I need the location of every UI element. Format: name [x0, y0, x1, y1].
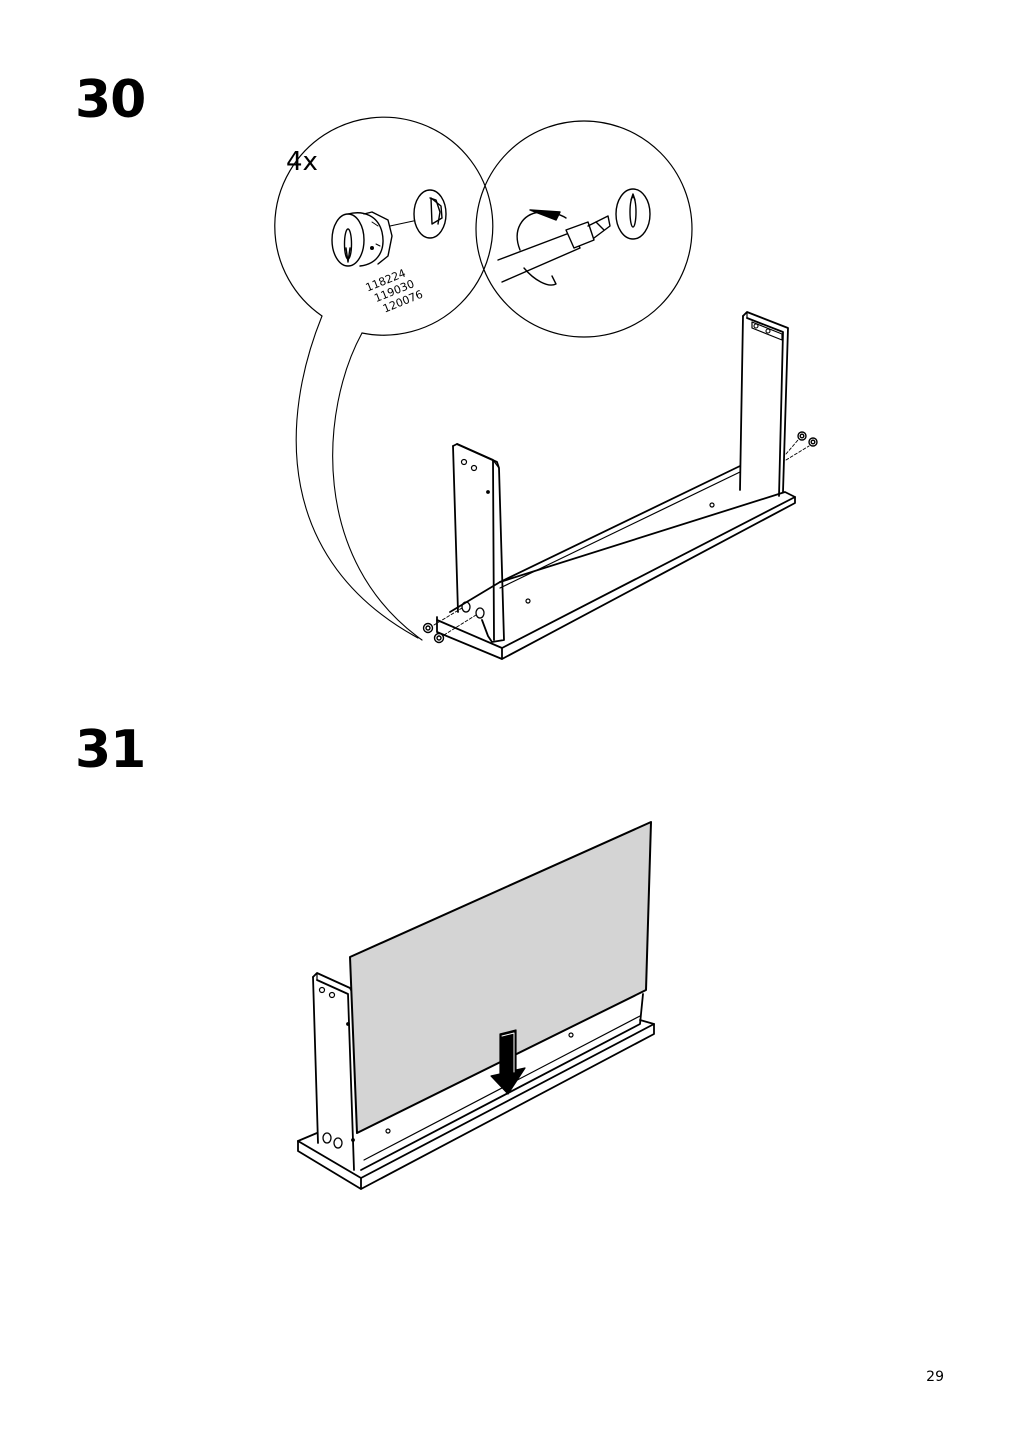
- cam-lock-icon: [331, 211, 393, 267]
- step-31-base-board: [297, 1019, 655, 1190]
- step-31-left-side-panel: [312, 972, 355, 1171]
- quantity-label: 4x: [286, 147, 318, 177]
- down-arrow-icon: [490, 1029, 526, 1095]
- step-30-left-side-panel: [452, 443, 505, 643]
- step-30-right-cam-bolts: [785, 431, 818, 461]
- step-31-illustration: [297, 821, 655, 1190]
- page-number: 29: [926, 1369, 944, 1385]
- step-30-left-cam-bolts: [422, 607, 477, 644]
- step-30-number: 30: [75, 70, 146, 130]
- step-30-rear-rail: [499, 465, 741, 589]
- screwdriver-icon: [497, 215, 611, 283]
- cam-hole-icon: [413, 189, 447, 239]
- step-31-back-panel: [349, 821, 652, 1134]
- step-30-base-board: [436, 491, 796, 660]
- rotate-arrow-icon: [516, 209, 567, 286]
- step-31-number: 31: [75, 720, 146, 780]
- cam-slot-icon: [615, 188, 651, 240]
- step-30-illustration: [274, 116, 818, 660]
- step-30-right-side-panel: [739, 311, 789, 497]
- screwdriver-detail-callout: [475, 120, 693, 338]
- cam-lock-detail-callout: [274, 116, 494, 641]
